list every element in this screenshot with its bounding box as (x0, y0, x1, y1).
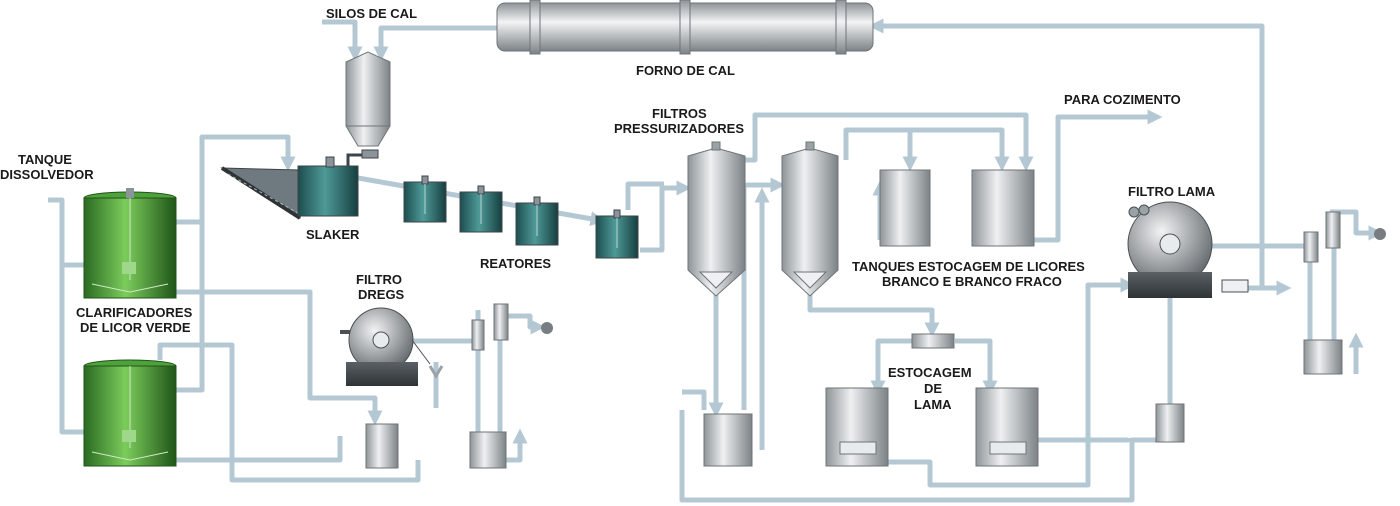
right-vessels (1303, 211, 1386, 375)
lime-silo (345, 51, 391, 147)
pressure-filters (687, 141, 839, 467)
label-clarificadores: CLARIFICADORES (76, 305, 193, 320)
white-liquor-tanks (879, 169, 1035, 247)
label-filtro: FILTRO (356, 272, 402, 287)
pipes (48, 18, 1384, 503)
label-silos-de-cal: SILOS DE CAL (326, 6, 417, 21)
label-filtro-lama: FILTRO LAMA (1128, 184, 1216, 199)
dregs-filter (340, 303, 553, 469)
label-filtros: FILTROS (652, 106, 707, 121)
label-branco-e-branco-fraco: BRANCO E BRANCO FRACO (882, 274, 1062, 289)
label-slaker: SLAKER (306, 227, 360, 242)
reactors (403, 175, 639, 259)
lime-mud-filter (1127, 201, 1249, 443)
label-pressurizadores: PRESSURIZADORES (614, 121, 744, 136)
label-tanques-estocagem: TANQUES ESTOCAGEM DE LICORES (852, 259, 1085, 274)
label-de-licor-verde: DE LICOR VERDE (80, 320, 191, 335)
label-dissolvedor: DISSOLVEDOR (0, 167, 94, 182)
label-de: DE (924, 381, 942, 396)
label-estocagem: ESTOCAGEM (888, 365, 972, 380)
label-tanque: TANQUE (18, 152, 72, 167)
green-liquor-clarifiers (83, 188, 177, 467)
kiln (496, 0, 874, 55)
label-reatores: REATORES (480, 256, 551, 271)
label-para-cozimento: PARA COZIMENTO (1064, 92, 1181, 107)
mud-storage (825, 333, 1039, 467)
labels: SILOS DE CAL FORNO DE CAL TANQUE DISSOLV… (0, 6, 1216, 412)
slaker (220, 149, 379, 220)
label-dregs: DREGS (358, 287, 405, 302)
label-forno-de-cal: FORNO DE CAL (636, 63, 735, 78)
label-lama: LAMA (914, 397, 952, 412)
